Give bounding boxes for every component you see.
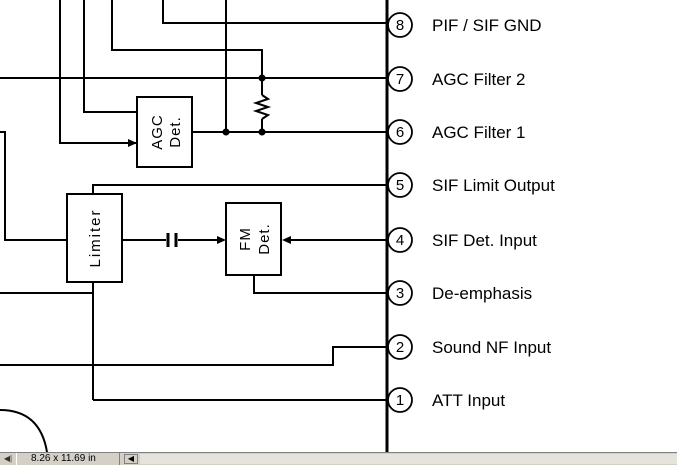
pin-number: 4	[396, 232, 404, 249]
junction-dot	[258, 128, 266, 136]
arrowhead	[217, 236, 226, 244]
junction-dot	[222, 128, 230, 136]
pin-number: 6	[396, 124, 404, 141]
wires	[0, 0, 387, 452]
junction-dot	[258, 74, 266, 82]
pin-3: 3 De-emphasis	[387, 280, 532, 306]
pin-label: AGC Filter 1	[432, 123, 526, 142]
pin-number: 1	[396, 392, 404, 409]
arrowhead	[282, 236, 291, 244]
pin-label: PIF / SIF GND	[432, 16, 542, 35]
pin-6: 6 AGC Filter 1	[387, 119, 526, 145]
pin-7: 7 AGC Filter 2	[387, 66, 526, 92]
horizontal-scrollbar[interactable]	[140, 454, 677, 464]
pin-2: 2 Sound NF Input	[387, 334, 551, 360]
pin-label: Sound NF Input	[432, 338, 551, 357]
circuit-diagram: AGC Det. Limiter FM Det. 8 PIF / SIF GND…	[0, 0, 555, 452]
limiter-block-label: Limiter	[87, 208, 104, 267]
pin-5: 5 SIF Limit Output	[387, 172, 555, 198]
fm-detector-block: FM Det.	[225, 202, 282, 276]
pin-4: 4 SIF Det. Input	[387, 227, 537, 253]
pin-label: SIF Det. Input	[432, 231, 537, 250]
pin-number: 5	[396, 177, 404, 194]
pin-8: 8 PIF / SIF GND	[387, 12, 542, 38]
pin-number: 2	[396, 339, 404, 356]
pin-number: 3	[396, 285, 404, 302]
scroll-left-arrow-icon[interactable]: ◀	[124, 454, 138, 464]
pin-label: De-emphasis	[432, 284, 532, 303]
pin-label: SIF Limit Output	[432, 176, 555, 195]
pin-label: AGC Filter 2	[432, 70, 526, 89]
limiter-block: Limiter	[66, 193, 123, 283]
pin-number: 8	[396, 17, 404, 34]
arrowhead	[128, 139, 137, 147]
agc-block-line1: AGC	[149, 114, 166, 150]
agc-block-line2: Det.	[167, 116, 184, 148]
agc-detector-block: AGC Det.	[136, 96, 193, 168]
fm-block-line2: Det.	[256, 223, 273, 255]
pin-label: ATT Input	[432, 391, 505, 410]
status-bar: ◀| 8.26 x 11.69 in ◀	[0, 452, 677, 465]
page-size-field: 8.26 x 11.69 in	[16, 453, 120, 465]
pin-number: 7	[396, 71, 404, 88]
fm-block-line1: FM	[237, 227, 254, 251]
pin-1: 1 ATT Input	[387, 387, 505, 413]
expand-left-icon[interactable]: ◀|	[3, 454, 13, 463]
